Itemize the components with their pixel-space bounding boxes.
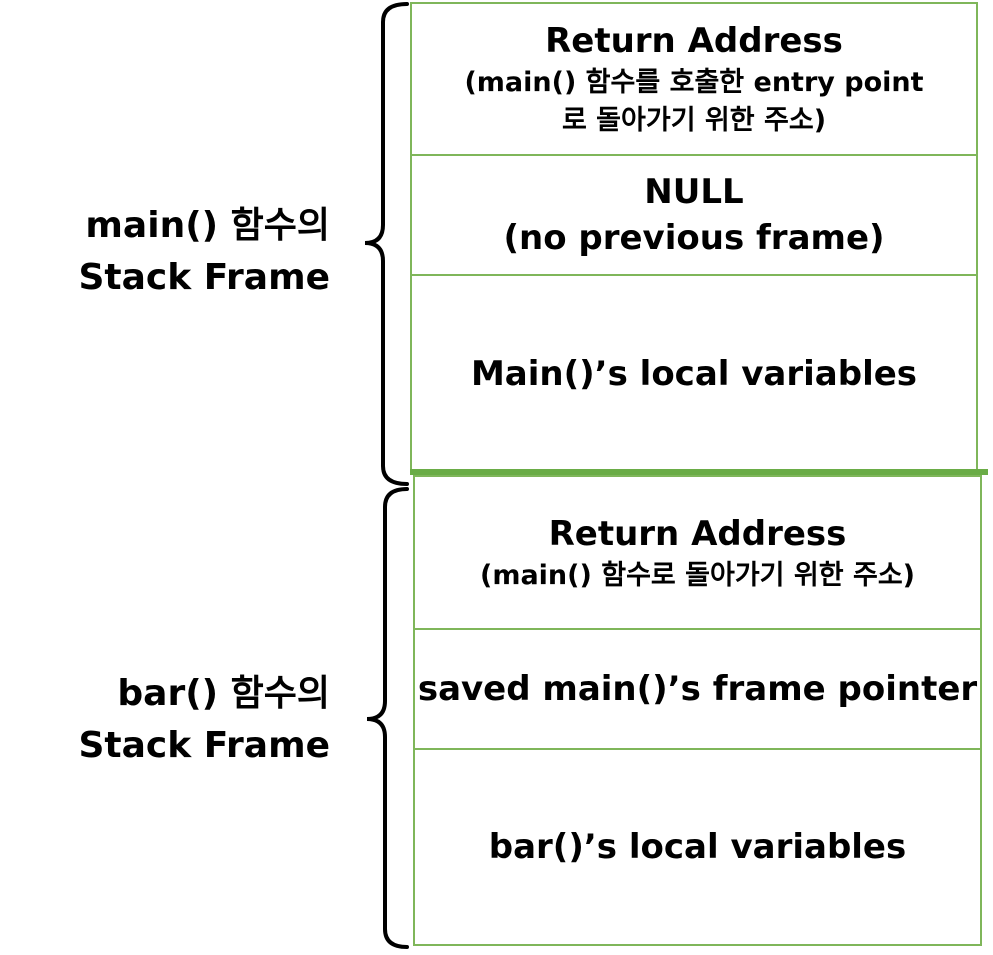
main-frame-label-line1: main() 함수의 bbox=[85, 205, 330, 246]
main-locals-text: Main()’s local variables bbox=[470, 354, 918, 394]
bar-frame-label-line2: Stack Frame bbox=[78, 725, 330, 766]
main-frame-label-line2: Stack Frame bbox=[78, 257, 330, 298]
main-frame-label: main() 함수의 Stack Frame bbox=[30, 200, 330, 304]
bar-locals-cell: bar()’s local variables bbox=[413, 748, 982, 946]
bar-frame-label: bar() 함수의 Stack Frame bbox=[30, 668, 330, 772]
bar-frame-pointer-text: saved main()’s frame pointer bbox=[417, 669, 978, 709]
main-frame-pointer-cell: NULL (no previous frame) bbox=[410, 154, 978, 276]
main-return-address-desc-line2: 로 돌아가기 위한 주소) bbox=[561, 105, 827, 136]
main-frame-brace bbox=[364, 2, 409, 486]
bar-frame-brace bbox=[366, 487, 409, 949]
main-frame-pointer-title: NULL bbox=[644, 172, 744, 212]
main-return-address-cell: Return Address (main() 함수를 호출한 entry poi… bbox=[410, 2, 978, 156]
main-locals-cell: Main()’s local variables bbox=[410, 274, 978, 474]
bar-return-address-title: Return Address bbox=[548, 513, 847, 554]
frame-boundary-divider bbox=[410, 469, 988, 475]
bar-frame-pointer-cell: saved main()’s frame pointer bbox=[413, 628, 982, 750]
main-return-address-desc-line1: (main() 함수를 호출한 entry point bbox=[464, 67, 924, 98]
main-return-address-title: Return Address bbox=[545, 21, 843, 61]
bar-frame-label-line1: bar() 함수의 bbox=[117, 673, 330, 714]
bar-locals-text: bar()’s local variables bbox=[488, 827, 907, 867]
bar-return-address-cell: Return Address (main() 함수로 돌아가기 위한 주소) bbox=[413, 475, 982, 630]
bar-return-address-desc: (main() 함수로 돌아가기 위한 주소) bbox=[479, 559, 916, 591]
main-frame-pointer-desc: (no previous frame) bbox=[503, 218, 885, 258]
